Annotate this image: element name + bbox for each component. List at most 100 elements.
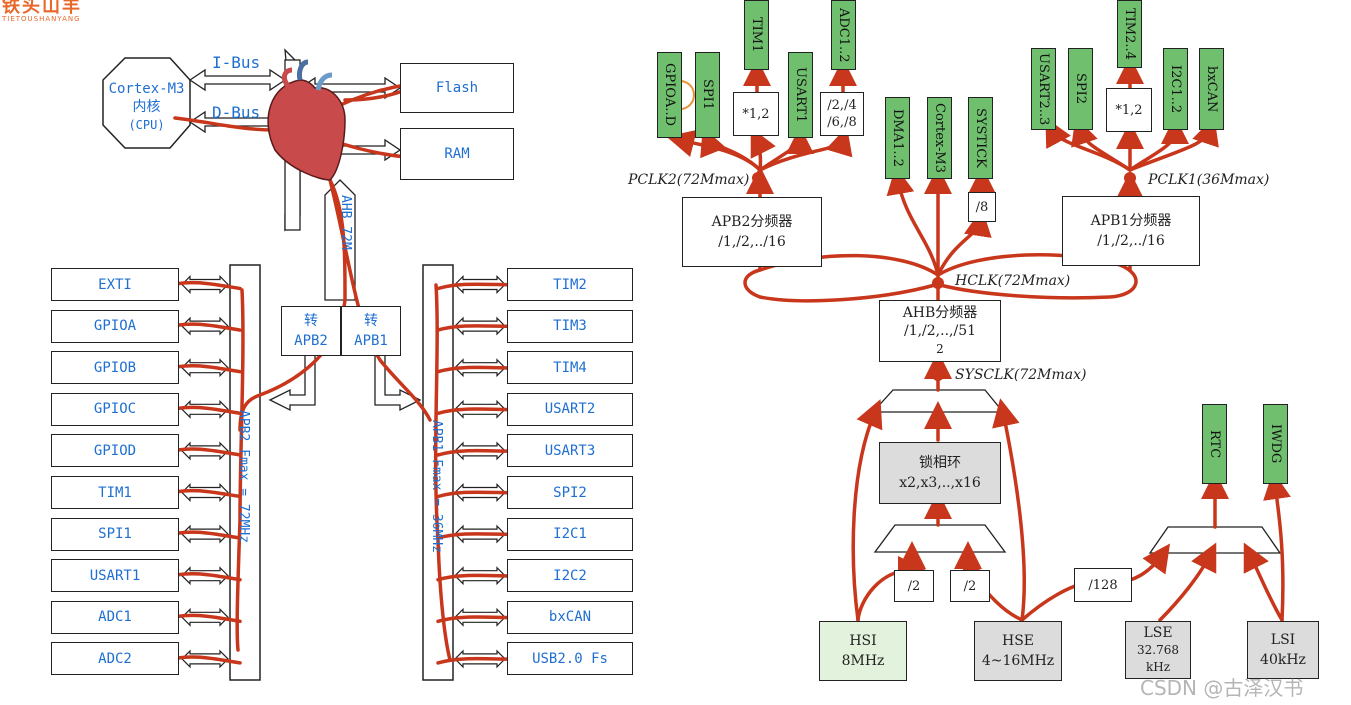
out-bxcan: bxCAN <box>1199 48 1224 130</box>
apb1-periph-label: SPI2 <box>553 484 587 501</box>
watermark: CSDN @古泽汉书 <box>1140 676 1304 700</box>
apb2-mul-box: *1,2 <box>733 92 779 136</box>
hse-div-label: /2 <box>963 578 977 594</box>
cpu-octagon <box>102 57 191 149</box>
apb1-periph-label: I2C2 <box>553 567 587 584</box>
pll-line1: 锁相环 <box>919 455 961 471</box>
lsi-line2: 40kHz <box>1260 652 1306 668</box>
hse-line1: HSE <box>1001 633 1035 649</box>
bridge-apb1: 转 APB1 <box>341 306 401 356</box>
apb2-mul-label: *1,2 <box>742 106 770 122</box>
out-i2c1-2: I2C1..2 <box>1163 48 1188 130</box>
out-spi1: SPI1 <box>695 52 720 138</box>
sysclk-label: SYSCLK(72Mmax) <box>955 367 1087 383</box>
apb2-periph-adc1: ADC1 <box>51 600 179 634</box>
apb1-periph-label: bxCAN <box>548 609 592 626</box>
out-adc1-2-label: ADC1..2 <box>836 7 851 63</box>
bridge-apb1-line2: APB1 <box>354 333 388 349</box>
ahb-divider-line1: AHB分频器 <box>902 305 978 321</box>
out-cortex-m3: Cortex-M3 <box>927 97 952 179</box>
flash-box: Flash <box>400 63 514 113</box>
cpu-line3: (CPU) <box>128 118 165 132</box>
out-tim1-label: TIM1 <box>749 17 764 53</box>
out-rtc-label: RTC <box>1207 429 1222 459</box>
lse-line3: kHz <box>1145 659 1171 674</box>
apb1-periph-usart3: USART3 <box>507 434 633 468</box>
out-spi1-label: SPI1 <box>700 79 715 111</box>
apb1-periph-spi2: SPI2 <box>507 476 633 509</box>
out-dma1-2-label: DMA1..2 <box>890 109 905 167</box>
apb2-divider-line1: APB2分频器 <box>711 214 793 230</box>
out-i2c1-2-label: I2C1..2 <box>1168 64 1183 114</box>
out-usart1-label: USART1 <box>793 67 808 123</box>
out-iwdg: IWDG <box>1263 404 1288 484</box>
apb2-periph-gpiob: GPIOB <box>51 351 179 385</box>
lse-line1: LSE <box>1143 624 1173 641</box>
apb2-periph-exti: EXTI <box>51 268 179 301</box>
ram-label: RAM <box>444 146 470 162</box>
apb2-periph-adc2: ADC2 <box>51 642 179 676</box>
apb1-bus-label: APB1 Fmax = 36MHz <box>429 420 444 554</box>
apb1-periph-label: TIM4 <box>553 359 587 376</box>
apb1-periph-tim4: TIM4 <box>507 351 633 385</box>
apb2-periph-label: GPIOB <box>93 359 137 376</box>
lse-line2: 32.768 <box>1137 642 1179 657</box>
apb2-periph-tim1: TIM1 <box>51 476 179 509</box>
out-spi2-label: SPI2 <box>1073 73 1088 105</box>
out-usart1: USART1 <box>788 52 813 138</box>
apb1-periph-tim2: TIM2 <box>507 268 633 301</box>
lsi-box: LSI 40kHz <box>1247 621 1319 679</box>
ahb-label: AHB 72M <box>338 195 353 250</box>
bus-matrix-arrow <box>284 48 301 232</box>
hse-line2: 4~16MHz <box>981 653 1055 669</box>
ibus-arrow <box>188 68 287 92</box>
apb1-divider-line2: /1,/2,../16 <box>1097 233 1165 249</box>
lsi-line1: LSI <box>1270 632 1296 648</box>
ahb-divider-line3: 2 <box>936 342 944 356</box>
out-spi2: SPI2 <box>1068 48 1093 130</box>
rtc-mux <box>1148 526 1282 554</box>
apb1-mul-label: *1,2 <box>1115 102 1143 118</box>
apb1-periph-label: TIM3 <box>553 318 587 335</box>
out-tim1: TIM1 <box>744 0 769 70</box>
sysclk-mux <box>871 389 1005 413</box>
out-iwdg-label: IWDG <box>1268 424 1283 464</box>
apb2-bus-label: APB2 Fmax = 72MHz <box>236 410 251 544</box>
pll-box: 锁相环 x2,x3,..,x16 <box>879 442 1001 504</box>
hse-div-box: /2 <box>950 570 990 602</box>
apb2-periph-gpioa: GPIOA <box>51 309 179 343</box>
logo-title: 铁头山羊 <box>2 0 82 17</box>
hsi-div-box: /2 <box>894 570 934 602</box>
cpu-line1: Cortex-M3 <box>108 81 185 97</box>
apb1-bus-bar <box>422 264 454 681</box>
ahb-divider-box: AHB分频器 /1,/2,..,/51 2 <box>879 300 1001 362</box>
ahb-bus-arrow <box>324 179 356 301</box>
pll-mux <box>873 524 1007 553</box>
hsi-line2: 8MHz <box>841 653 885 669</box>
out-tim2-4: TIM2..4 <box>1117 0 1142 68</box>
adc-div-line1: /2,/4 <box>827 98 857 113</box>
bridge-apb2-arrow <box>268 354 316 412</box>
systick-div-label: /8 <box>975 199 989 215</box>
out-gpioa-d: GPIOA..D <box>657 52 682 138</box>
apb1-periph-label: USB2.0 Fs <box>532 650 608 667</box>
apb1-periph-i2c1: I2C1 <box>507 517 633 551</box>
apb2-periph-label: GPIOA <box>93 318 137 335</box>
cpu-label: Cortex-M3 内核 (CPU) <box>103 80 190 134</box>
cpu-line2: 内核 <box>132 99 161 115</box>
apb2-divider-box: APB2分频器 /1,/2,../16 <box>682 197 822 267</box>
out-cortex-m3-label: Cortex-M3 <box>932 103 947 173</box>
pll-line2: x2,x3,..,x16 <box>899 475 981 491</box>
out-tim2-4-label: TIM2..4 <box>1122 8 1137 60</box>
apb2-periph-spi1: SPI1 <box>51 517 179 551</box>
hsi-line1: HSI <box>849 633 877 649</box>
out-gpioa-d-label: GPIOA..D <box>662 63 677 127</box>
apb1-divider-line1: APB1分频器 <box>1090 213 1172 229</box>
ibus-label: I-Bus <box>212 53 261 72</box>
dbus-label: D-Bus <box>212 103 261 122</box>
apb2-periph-label: ADC2 <box>98 650 132 667</box>
adc-div-line2: /6,/8 <box>827 115 857 130</box>
bridge-apb2-line2: APB2 <box>294 333 328 349</box>
